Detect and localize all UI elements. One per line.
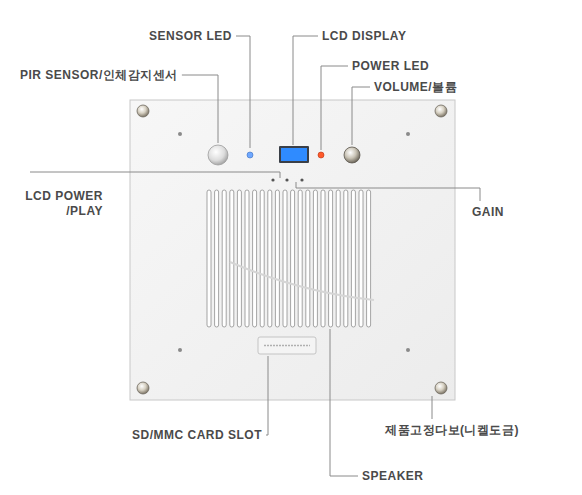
grille-slot <box>283 190 287 327</box>
grille-slot <box>351 190 355 327</box>
leader-line <box>266 356 268 435</box>
grille-shade <box>230 262 374 300</box>
part-label: PIR SENSOR/인체감지센서 <box>20 68 178 83</box>
lcd-frame <box>279 146 309 163</box>
part-label: LCD POWER /PLAY <box>25 189 103 219</box>
part-label: GAIN <box>472 205 504 220</box>
power-led <box>318 152 324 158</box>
part-label: 제품고정다보(니켈도금) <box>385 423 519 438</box>
card-slot-plate <box>264 345 310 347</box>
grille-slot <box>306 190 310 327</box>
grille-slot <box>245 190 249 327</box>
leader-line <box>293 36 318 145</box>
grille-slot <box>367 190 371 327</box>
grille-slot <box>298 190 302 327</box>
card-slot <box>258 337 316 354</box>
grille-slot <box>215 190 219 327</box>
leader-line <box>352 87 370 145</box>
sensor-led <box>247 152 253 158</box>
part-label: LCD DISPLAY <box>322 29 406 44</box>
grille-slot <box>230 190 234 327</box>
part-label: SD/MMC CARD SLOT <box>132 428 262 443</box>
grille-slot <box>275 190 279 327</box>
speaker-grille <box>207 190 371 327</box>
grille-slot <box>329 190 333 327</box>
part-label: SENSOR LED <box>149 29 232 44</box>
leader-line <box>330 329 358 476</box>
grille-slot <box>268 190 272 327</box>
part-label: POWER LED <box>352 59 429 74</box>
grille-slot <box>359 190 363 327</box>
pir-sensor <box>208 145 228 165</box>
grille-slot <box>222 190 226 327</box>
leader-line <box>432 396 433 419</box>
leader-line <box>30 172 280 178</box>
grille-slot <box>207 190 211 327</box>
grille-slot <box>321 190 325 327</box>
part-label: VOLUME/볼륨 <box>374 80 457 95</box>
grille-slot <box>344 190 348 327</box>
leader-line <box>182 75 218 143</box>
grille-slot <box>336 190 340 327</box>
grille-slot <box>253 190 257 327</box>
lcd-display <box>281 148 307 161</box>
grille-slot <box>313 190 317 327</box>
button <box>271 178 303 181</box>
leader-line <box>296 182 480 201</box>
volume-knob <box>344 147 360 163</box>
part-label: SPEAKER <box>362 469 424 484</box>
grille-slot <box>260 190 264 327</box>
mount-hole <box>178 132 410 352</box>
fixing-screw <box>137 105 447 394</box>
grille-slot <box>291 190 295 327</box>
leader-line <box>236 36 250 148</box>
leader-line <box>321 66 348 150</box>
grille-slot <box>237 190 241 327</box>
